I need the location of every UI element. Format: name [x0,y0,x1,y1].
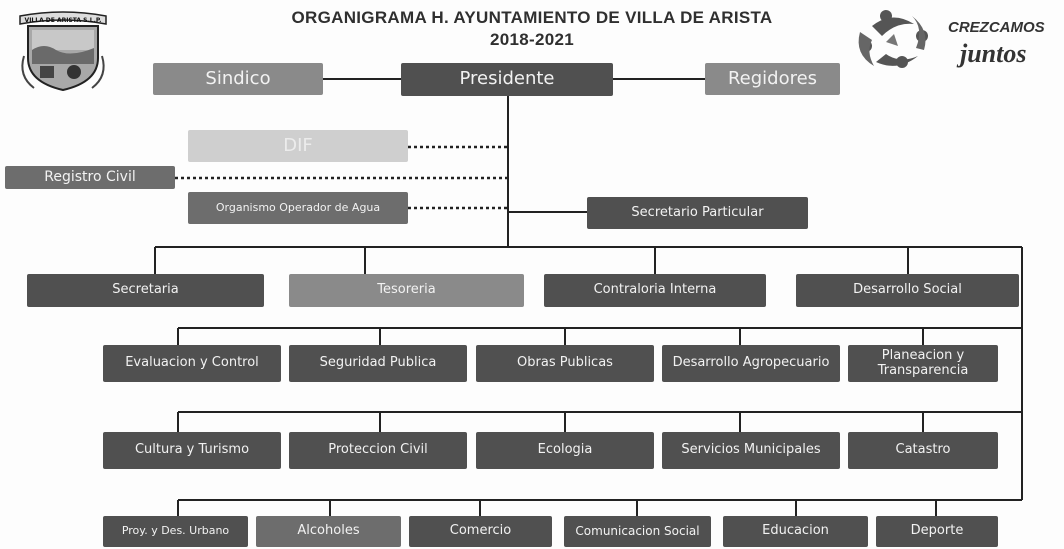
logo-text-juntos: juntos [956,39,1027,68]
node-catastro: Catastro [848,432,998,469]
chart-period: 2018-2021 [490,30,574,49]
node-proy-des-urbano: Proy. y Des. Urbano [103,516,248,547]
chart-title: ORGANIGRAMA H. AYUNTAMIENTO DE VILLA DE … [291,8,773,27]
logo-text-crezcamos: CREZCAMOS [948,19,1045,36]
node-regidores: Regidores [705,63,840,95]
node-educacion: Educacion [723,516,868,547]
node-cultura-turismo: Cultura y Turismo [103,432,281,469]
node-obras-publicas: Obras Publicas [476,345,654,382]
node-presidente: Presidente [401,63,613,96]
node-ecologia: Ecologia [476,432,654,469]
node-sindico: Sindico [153,63,323,95]
shield-banner-text: VILLA DE ARISTA S.L.P. [25,17,102,24]
node-proteccion-civil: Proteccion Civil [289,432,467,469]
node-desarrollo-social: Desarrollo Social [796,274,1019,307]
node-comercio: Comercio [409,516,552,547]
node-servicios-municipales: Servicios Municipales [662,432,840,469]
node-seguridad-publica: Seguridad Publica [289,345,467,382]
node-contraloria-interna: Contraloria Interna [544,274,766,307]
node-comunicacion-social: Comunicacion Social [564,516,711,547]
node-evaluacion-control: Evaluacion y Control [103,345,281,382]
node-secretaria: Secretaria [27,274,264,307]
node-alcoholes: Alcoholes [256,516,401,547]
node-dif: DIF [188,130,408,162]
node-desarrollo-agropecuario: Desarrollo Agropecuario [662,345,840,382]
node-registro-civil: Registro Civil [5,166,175,189]
crezcamos-juntos-logo-icon: CREZCAMOS juntos [858,10,1045,68]
municipal-shield-icon: VILLA DE ARISTA S.L.P. [19,11,107,92]
node-deporte: Deporte [876,516,998,547]
node-organismo-agua: Organismo Operador de Agua [188,192,408,224]
node-tesoreria: Tesoreria [289,274,524,307]
node-planeacion-transparencia: Planeacion y Transparencia [848,345,998,382]
node-secretario-particular: Secretario Particular [587,197,808,229]
